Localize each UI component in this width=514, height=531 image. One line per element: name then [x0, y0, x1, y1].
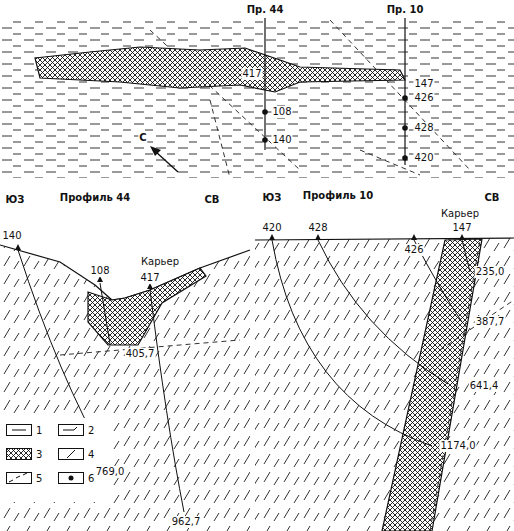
legend-item: 2	[58, 424, 94, 436]
label-text: Карьер	[440, 208, 480, 220]
borehole	[150, 290, 184, 512]
label-text: СВ	[204, 194, 221, 206]
legend-number: 5	[36, 473, 42, 484]
label-text: 140	[1, 230, 22, 242]
label-text: СВ	[484, 192, 501, 204]
label-text: 387,7	[475, 316, 506, 328]
label-text: С	[138, 132, 147, 144]
label-text: 140	[271, 134, 292, 146]
label-text: ЮЗ	[5, 194, 26, 206]
label-text: 426	[403, 244, 424, 256]
ore-body-section	[88, 268, 206, 345]
label-text: 417	[139, 272, 160, 284]
ore-body-plan	[35, 47, 405, 92]
ore-body-section	[382, 239, 482, 531]
label-text: Пр. 10	[386, 4, 425, 16]
label-text: 108	[271, 106, 292, 118]
label-text: 962,7	[171, 516, 202, 528]
legend-item: 3	[6, 448, 42, 460]
legend-sample	[6, 448, 32, 460]
borehole	[100, 283, 110, 344]
label-text: Профиль 10	[302, 190, 374, 202]
legend-item: 6	[58, 472, 94, 484]
borehole	[272, 240, 432, 446]
profile-line	[264, 18, 265, 150]
legend-number: 4	[88, 449, 94, 460]
label-text: 147	[413, 78, 434, 90]
legend-sample	[58, 472, 84, 484]
label-text: Карьер	[140, 256, 180, 268]
borehole	[318, 240, 448, 384]
label-text: 108	[89, 265, 110, 277]
legend-item: 4	[58, 448, 94, 460]
section-10	[255, 234, 514, 531]
label-text: 420	[261, 222, 282, 234]
legend-number: 6	[88, 473, 94, 484]
legend-ground	[0, 418, 112, 502]
north-arrow	[150, 146, 161, 156]
legend-sample	[6, 424, 32, 436]
label-text: 769,0	[95, 466, 126, 478]
label-text: 147	[451, 222, 472, 234]
borehole	[462, 240, 470, 272]
legend-item: 5	[6, 472, 42, 484]
legend-number: 3	[36, 449, 42, 460]
label-text: 235,0	[475, 266, 506, 278]
label-text: 420	[413, 152, 434, 164]
label-text: Пр. 44	[246, 4, 285, 16]
label-text: 428	[307, 222, 328, 234]
label-text: 428	[413, 122, 434, 134]
label-text: Профиль 44	[59, 192, 131, 204]
label-text: ЮЗ	[262, 192, 283, 204]
legend-number: 2	[88, 425, 94, 436]
label-text: 641,4	[469, 380, 500, 392]
drill-holes	[262, 95, 408, 161]
legend-number: 1	[36, 425, 42, 436]
profile-line	[404, 18, 405, 165]
legend-sample	[58, 448, 84, 460]
label-text: 417	[241, 68, 262, 80]
label-text: 1174,0	[440, 440, 477, 452]
label-text: 426	[413, 92, 434, 104]
section-44	[0, 244, 250, 531]
legend-sample	[58, 424, 84, 436]
legend-sample	[6, 472, 32, 484]
plan-map	[0, 18, 514, 178]
legend-item: 1	[6, 424, 42, 436]
label-text: 405,7	[125, 348, 156, 360]
